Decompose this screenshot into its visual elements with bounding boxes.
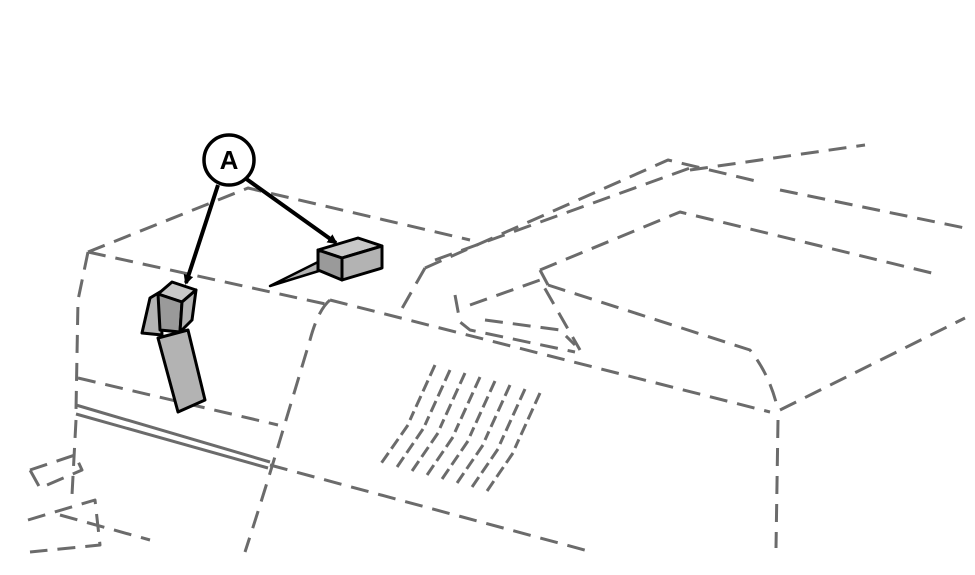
leader-arrow-right xyxy=(243,176,338,245)
callout-label: A xyxy=(220,145,239,175)
component-sensor-left xyxy=(140,280,207,414)
machine-outline xyxy=(27,143,966,554)
component-connector-right xyxy=(268,236,384,288)
leader-arrow-left xyxy=(183,184,220,285)
callout-a: A xyxy=(202,133,256,187)
callout-circle xyxy=(202,133,256,187)
